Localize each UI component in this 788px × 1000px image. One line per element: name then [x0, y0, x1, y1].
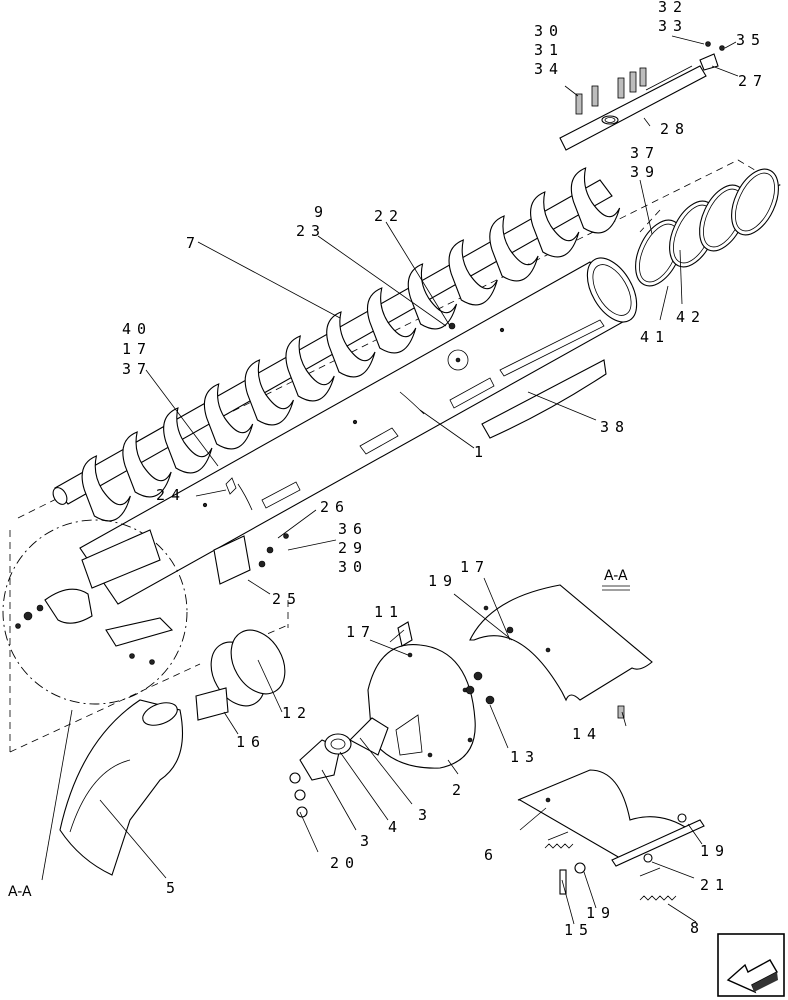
callout-4: 4 [388, 818, 403, 836]
callout-8: 8 [690, 919, 705, 937]
callout-30b: 30 [338, 558, 368, 576]
auger-flight [326, 311, 376, 378]
callout-17-mid: 17 [346, 623, 376, 641]
mount-bracket [213, 477, 289, 585]
band-clamps [635, 168, 779, 287]
springs-and-fasteners [465, 671, 687, 901]
callout-3a: 3 [418, 806, 433, 824]
callout-7: 7 [186, 234, 201, 252]
top-bearing-plate [559, 41, 725, 151]
callout-20: 20 [330, 854, 360, 872]
callout-22: 22 [374, 207, 404, 225]
callout-40: 40 [122, 320, 152, 338]
callout-36: 36 [338, 520, 368, 538]
auger-flight [448, 239, 498, 306]
bottom-plate [517, 769, 705, 877]
callout-12: 12 [282, 704, 312, 722]
callout-6: 6 [484, 846, 499, 864]
callout-11: 11 [374, 603, 404, 621]
callout-27: 27 [738, 72, 768, 90]
callout-26: 26 [320, 498, 350, 516]
callout-17-top: 17 [460, 558, 490, 576]
callout-32: 32 [658, 0, 688, 16]
callout-2: 2 [452, 781, 467, 799]
ring-set [195, 629, 286, 721]
wavy-cover [469, 584, 653, 702]
section-labels: A-A A-A [8, 568, 630, 900]
auger-flight [530, 191, 580, 258]
callout-33: 33 [658, 17, 688, 35]
callout-34: 34 [534, 60, 564, 78]
callout-30: 30 [534, 22, 564, 40]
callout-1: 1 [474, 443, 489, 461]
callouts: 30 31 34 32 33 35 27 28 37 39 9 23 22 7 … [122, 0, 768, 939]
discharge-spout [59, 699, 183, 876]
callout-29: 29 [338, 539, 368, 557]
callout-25: 25 [272, 590, 302, 608]
end-housing [367, 621, 476, 769]
callout-24: 24 [156, 486, 186, 504]
previous-page-arrow-icon[interactable] [717, 933, 785, 997]
auger-flighting [52, 167, 621, 522]
auger-flight [489, 215, 539, 282]
callout-21: 21 [700, 876, 730, 894]
bearing-stack [289, 717, 389, 818]
callout-39: 39 [630, 163, 660, 181]
auger-flight [122, 431, 172, 498]
callout-5: 5 [166, 879, 181, 897]
callout-19-top: 19 [428, 572, 458, 590]
callout-19-bottom: 19 [586, 904, 616, 922]
callout-13: 13 [510, 748, 540, 766]
section-label-cut: A-A [8, 884, 32, 900]
callout-35: 35 [736, 31, 766, 49]
auger-flight [285, 335, 335, 402]
callout-41: 41 [640, 328, 670, 346]
detail-a-a [2, 519, 188, 705]
callout-9: 9 [314, 203, 329, 221]
auger-flight [81, 455, 131, 522]
auger-flight [407, 263, 458, 330]
callout-16: 16 [236, 733, 266, 751]
callout-19-right: 19 [700, 842, 730, 860]
auger-flight [570, 167, 621, 234]
auger-flight [203, 383, 254, 450]
auger-flight [244, 359, 294, 426]
callout-15: 15 [564, 921, 594, 939]
callout-38: 38 [600, 418, 630, 436]
auger-tube [79, 257, 638, 605]
callout-37: 37 [630, 144, 660, 162]
callout-14: 14 [572, 725, 602, 743]
callout-17a: 17 [122, 340, 152, 358]
auger-flight [366, 287, 417, 354]
callout-23: 23 [296, 222, 326, 240]
leader-lines [41, 35, 739, 925]
auger-flight [163, 407, 213, 474]
callout-31: 31 [534, 41, 564, 59]
section-label-detail: A-A [604, 568, 628, 584]
callout-28: 28 [660, 120, 690, 138]
callout-37b: 37 [122, 360, 152, 378]
callout-42: 42 [676, 308, 706, 326]
callout-3b: 3 [360, 832, 375, 850]
